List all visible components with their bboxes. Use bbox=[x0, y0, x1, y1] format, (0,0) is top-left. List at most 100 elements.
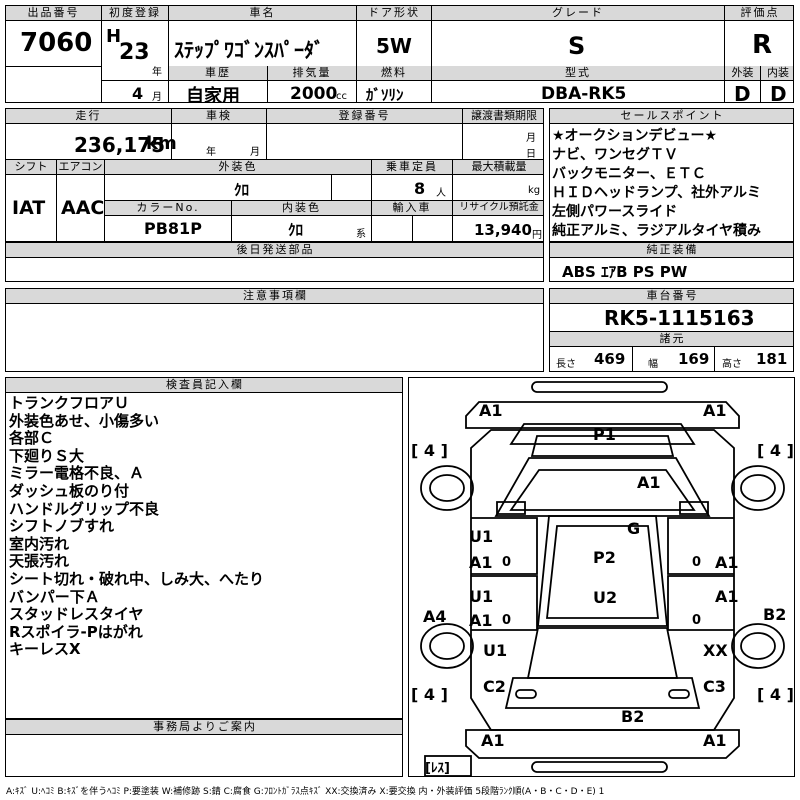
height-label: 高さ bbox=[722, 359, 742, 370]
era: H bbox=[106, 26, 122, 47]
inspector-lines-line: 下廻りＳ大 bbox=[9, 446, 85, 465]
header-section: 出品番号 7060 初度登録 H 23 年 4 月 車名 ｽﾃｯﾌﾟﾜｺﾞﾝｽﾊ… bbox=[5, 5, 794, 103]
car-name-label: 車名 bbox=[169, 6, 356, 21]
model-label: 型式 bbox=[432, 66, 724, 81]
score: R bbox=[752, 30, 773, 60]
label-door-rr: A1 bbox=[715, 587, 739, 606]
history-label: 車歴 bbox=[169, 66, 267, 81]
label-tire-rl: [ 4 ] bbox=[411, 685, 448, 704]
ext-color: ｸﾛ bbox=[234, 181, 250, 199]
label-bumper-right: A1 bbox=[703, 731, 727, 750]
label-roof-1: P2 bbox=[593, 548, 616, 567]
sales-points-section: セールスポイント ★オークションデビュー★ ナビ、ワンセグＴＶ バックモニター、ＥＴ… bbox=[549, 108, 794, 242]
label-tire-rr: [ 4 ] bbox=[757, 685, 794, 704]
inspection-month-unit: 月 bbox=[250, 147, 260, 158]
score-label: 評価点 bbox=[725, 6, 793, 21]
damage-diagram: A1 A1 [ 4 ] [ 4 ] P1 A1 G U1 A1 0 A1 0 P… bbox=[408, 377, 795, 777]
month-unit: 月 bbox=[152, 92, 162, 103]
legend: A:ｷｽﾞ U:ﾍｺﾐ B:ｷｽﾞを伴うﾍｺﾐ P:要塗装 W:補修跡 S:錆 … bbox=[6, 787, 605, 797]
int-color-label: 内装色 bbox=[232, 201, 371, 216]
int-color: ｸﾛ bbox=[288, 221, 304, 239]
sales-lines-line: バックモニター、ＥＴＣ bbox=[552, 166, 706, 182]
displacement-label: 排気量 bbox=[268, 66, 356, 81]
length: 469 bbox=[594, 350, 626, 368]
shift: IAT bbox=[12, 197, 46, 219]
equipment: ABS ｴｱB PS PW bbox=[562, 263, 688, 281]
history: 自家用 bbox=[186, 86, 240, 103]
label-zero-fl: 0 bbox=[502, 555, 511, 570]
inspector-label: 検査員記入欄 bbox=[6, 378, 402, 393]
car-name: ｽﾃｯﾌﾟﾜｺﾞﾝｽﾊﾟｰﾀﾞ bbox=[174, 38, 324, 62]
label-hood: P1 bbox=[593, 425, 616, 444]
label-door-fl-1: U1 bbox=[469, 527, 493, 546]
displacement: 2000 bbox=[290, 84, 338, 103]
inspector-lines-line: 室内汚れ bbox=[9, 534, 70, 553]
inspector-lines-line: シフトノブすれ bbox=[9, 517, 115, 536]
parts-label: 後日発送部品 bbox=[6, 243, 543, 258]
displacement-unit: cc bbox=[336, 91, 347, 102]
sales-lines-line: ★オークションデビュー★ bbox=[552, 128, 718, 144]
label-door-rl-2: A1 bbox=[469, 611, 493, 630]
import-label: 輸入車 bbox=[372, 201, 452, 216]
label-zero-rr: 0 bbox=[692, 613, 701, 628]
label-door-fr: A1 bbox=[715, 553, 739, 572]
label-rear-left: C2 bbox=[483, 677, 506, 696]
sales-lines-line: ナビ、ワンセグＴＶ bbox=[552, 147, 678, 163]
label-tire-fl: [ 4 ] bbox=[411, 441, 448, 460]
label-front-right: A1 bbox=[703, 401, 727, 420]
transfer-day-unit: 日 bbox=[526, 149, 536, 160]
label-spare: [ﾚｽ] bbox=[425, 761, 450, 776]
sales-points-label: セールスポイント bbox=[550, 109, 793, 124]
capacity-unit: 人 bbox=[436, 188, 446, 199]
reg-month: 4 bbox=[132, 84, 144, 103]
aircon: AAC bbox=[61, 197, 105, 219]
label-roof-2: U2 bbox=[593, 588, 617, 607]
transfer-label: 譲渡書類期限 bbox=[463, 109, 543, 124]
capacity-label: 乗車定員 bbox=[372, 160, 452, 175]
mileage-unit: km bbox=[146, 133, 177, 154]
inspector-lines-line: 各部Ｃ bbox=[9, 429, 55, 448]
label-door-fl-2: A1 bbox=[469, 553, 493, 572]
inspector-lines-line: Rスポイラ-Pはがれ bbox=[9, 622, 143, 641]
ext-color-label: 外装色 bbox=[105, 160, 371, 175]
inspector-lines-line: 外装色あせ、小傷多い bbox=[9, 411, 160, 430]
label-windshield: G bbox=[627, 519, 640, 538]
label-quarter-left: U1 bbox=[483, 641, 507, 660]
door-type: 5W bbox=[376, 34, 412, 58]
recycle-label: リサイクル預託金 bbox=[453, 201, 543, 216]
inspection-year-unit: 年 bbox=[206, 147, 216, 158]
inspector-lines-line: スタッドレスタイヤ bbox=[9, 605, 144, 624]
length-label: 長さ bbox=[556, 359, 576, 370]
label-zero-rl: 0 bbox=[502, 613, 511, 628]
equipment-label: 純正装備 bbox=[550, 243, 793, 258]
sales-lines-line: 左側パワースライド bbox=[552, 204, 678, 220]
vehicle-info-section: 走行 236,175 km 車検 年 月 登録番号 譲渡書類期限 月 日 シフト… bbox=[5, 108, 544, 242]
inspection-label: 車検 bbox=[172, 109, 266, 124]
door-label: ドア形状 bbox=[357, 6, 431, 21]
label-quarter-right: XX bbox=[703, 641, 728, 660]
height: 181 bbox=[756, 350, 788, 368]
inspector-lines-line: 天張汚れ bbox=[9, 552, 70, 571]
lot-number: 7060 bbox=[20, 28, 93, 58]
lot-label: 出品番号 bbox=[6, 6, 101, 21]
office-section: 事務局よりご案内 bbox=[5, 719, 403, 777]
load-unit: kg bbox=[528, 185, 541, 196]
mileage: 236,175 bbox=[74, 133, 166, 157]
sales-lines-line: 純正アルミ、ラジアルタイヤ積み bbox=[552, 223, 762, 239]
equipment-section: 純正装備 ABS ｴｱB PS PW bbox=[549, 242, 794, 282]
chassis-section: 車台番号 RK5-1115163 諸元 長さ 469 幅 169 高さ 181 bbox=[549, 288, 794, 372]
ext-grade: D bbox=[734, 82, 751, 103]
int-grade-label: 内装 bbox=[761, 66, 793, 81]
inspector-lines-line: バンパー下Ａ bbox=[9, 587, 100, 606]
inspector-lines-line: シート切れ・破れ中、しみ大、へたり bbox=[9, 569, 265, 588]
grade-label: グレード bbox=[432, 6, 724, 21]
sales-lines-line: ＨＩＤヘッドランプ、社外アルミ bbox=[552, 185, 762, 201]
width: 169 bbox=[678, 350, 710, 368]
reg-year: 23 bbox=[119, 40, 150, 65]
label-zero-fr: 0 bbox=[692, 555, 701, 570]
label-tail: B2 bbox=[621, 707, 644, 726]
label-front-left: A1 bbox=[479, 401, 503, 420]
label-bumper-left: A1 bbox=[481, 731, 505, 750]
label-fender-left: A4 bbox=[423, 607, 447, 626]
